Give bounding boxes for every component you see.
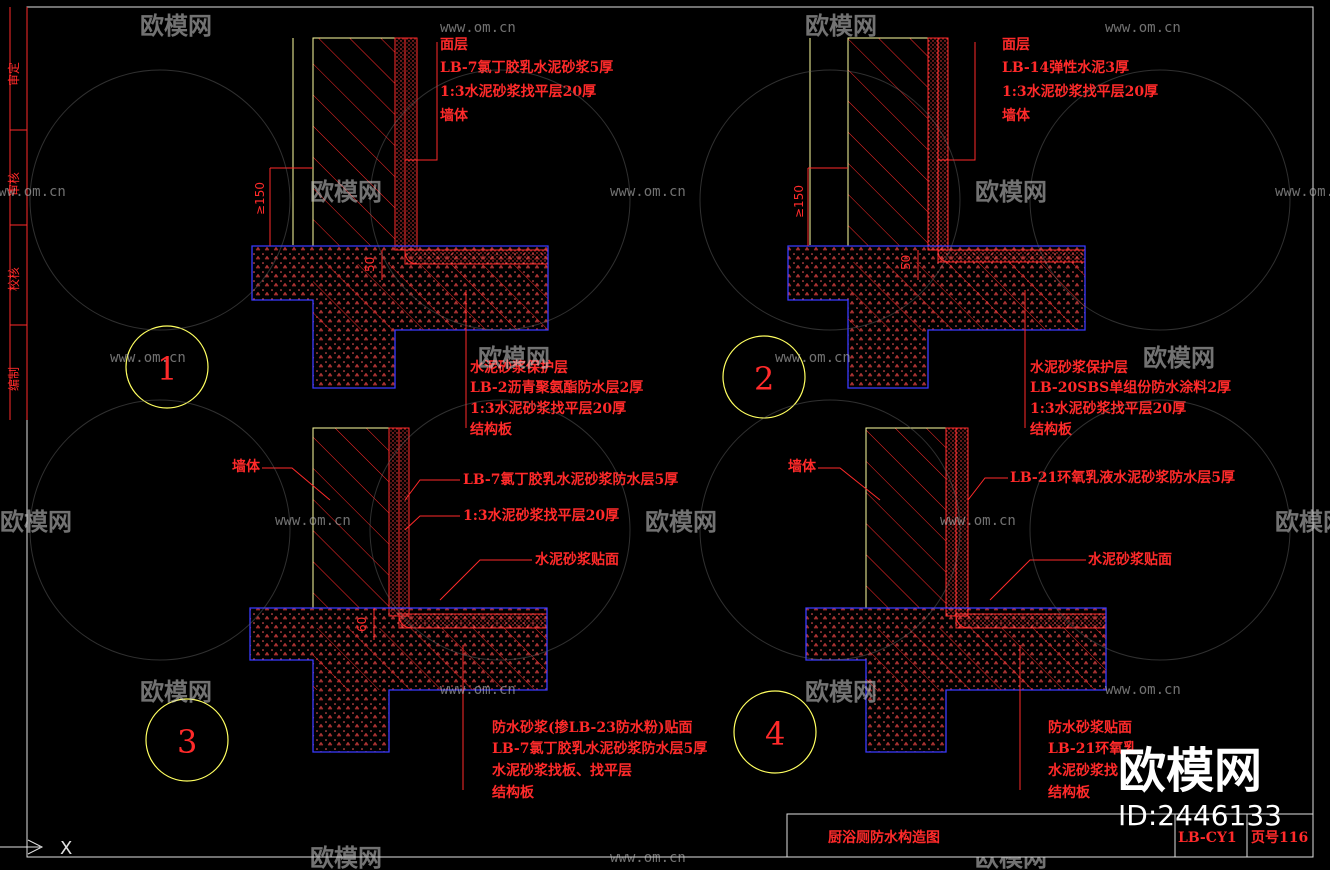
side-label-check: 校核 <box>6 267 21 291</box>
detail-4-wall-label: 墙体 <box>788 458 817 475</box>
watermark-brand: 欧模网 <box>1275 508 1330 536</box>
detail-2-wall-label: 面层 <box>1002 37 1030 53</box>
detail-4-wall-labels: 墙体 LB-21环氧乳液水泥砂浆防水层5厚 水泥砂浆贴面 <box>788 458 1235 568</box>
watermark-big-brand: 欧模网 <box>1118 743 1262 799</box>
detail-3-dim-thickness: 60 <box>355 617 369 632</box>
side-label-review: 审核 <box>6 172 21 196</box>
detail-2-floor-label: LB-20SBS单组份防水涂料2厚 <box>1030 379 1231 396</box>
detail-3-number: 3 <box>177 723 197 761</box>
page-number: 页号116 <box>1251 830 1308 846</box>
watermark-layer: 欧模网 欧模网 欧模网 欧模网 欧模网 欧模网 欧模网 欧模网 欧模网 欧模网 … <box>0 12 1330 870</box>
detail-1-floor-label: 1:3水泥砂浆找平层20厚 <box>470 400 626 417</box>
detail-4-floor-label: 防水砂浆贴面 <box>1048 719 1132 736</box>
detail-2-floor-label: 结构板 <box>1030 421 1073 438</box>
watermark-url: www.om.cn <box>1105 682 1181 698</box>
watermark-url: www.om.cn <box>1105 20 1181 36</box>
detail-3-wall-label: 墙体 <box>232 458 261 475</box>
watermark-url: www.om.cn <box>940 513 1016 529</box>
detail-4-floor-label: LB-21环氧乳 <box>1048 740 1137 757</box>
title-block <box>786 813 1314 858</box>
watermark-url: www.om.cn <box>110 350 186 366</box>
detail-4-wall-label: LB-21环氧乳液水泥砂浆防水层5厚 <box>1010 469 1235 486</box>
detail-3-wall-labels: 墙体 LB-7氯丁胶乳水泥砂浆防水层5厚 1:3水泥砂浆找平层20厚 水泥砂浆贴… <box>232 458 678 568</box>
watermark-url: www.om.cn <box>440 20 516 36</box>
watermark-url: www.om.cn <box>775 350 851 366</box>
detail-3-floor-label: LB-7氯丁胶乳水泥砂浆防水层5厚 <box>492 740 707 757</box>
detail-1-dim-thickness: 50 <box>363 257 377 272</box>
watermark-url: www.om.cn <box>1275 184 1330 200</box>
detail-1-floor-label: LB-2沥青聚氨酯防水层2厚 <box>470 379 643 396</box>
watermark-brand: 欧模网 <box>310 178 382 206</box>
watermark-url: www.om.cn <box>275 513 351 529</box>
side-label-draft: 编制 <box>6 367 21 391</box>
detail-4-number: 4 <box>765 715 785 753</box>
detail-1-floor-label: 水泥砂浆保护层 <box>470 359 568 376</box>
watermark-brand: 欧模网 <box>975 178 1047 206</box>
detail-2-dim-thickness: 50 <box>899 255 913 270</box>
detail-3-floor-label: 结构板 <box>492 784 535 801</box>
watermark-url: www.om.cn <box>0 184 66 200</box>
watermark-brand: 欧模网 <box>0 508 72 536</box>
detail-1-wall-label: 面层 <box>440 37 468 53</box>
detail-1-wall-label: 1:3水泥砂浆找平层20厚 <box>440 83 596 100</box>
detail-2-wall-label: 墙体 <box>1002 107 1031 124</box>
drawing-frame: 审定 审核 校核 编制 <box>6 6 1314 858</box>
watermark-brand: 欧模网 <box>805 12 877 40</box>
watermark-url: www.om.cn <box>610 184 686 200</box>
detail-4-floor-labels: 防水砂浆贴面 LB-21环氧乳 水泥砂浆找 结构板 <box>1048 719 1137 801</box>
detail-2-wall-label: LB-14弹性水泥3厚 <box>1002 59 1129 76</box>
watermark-brand: 欧模网 <box>310 844 382 870</box>
detail-3-wall-label: LB-7氯丁胶乳水泥砂浆防水层5厚 <box>463 471 678 488</box>
watermark-brand: 欧模网 <box>645 508 717 536</box>
detail-1-floor-labels: 水泥砂浆保护层 LB-2沥青聚氨酯防水层2厚 1:3水泥砂浆找平层20厚 结构板 <box>470 359 643 438</box>
ucs-axis-icon <box>0 839 44 855</box>
detail-3-floor-label: 水泥砂浆找板、找平层 <box>492 762 632 779</box>
detail-2 <box>722 37 1086 428</box>
detail-4-floor-label: 水泥砂浆找 <box>1048 762 1118 779</box>
detail-1-floor-label: 结构板 <box>470 421 513 438</box>
watermark-brand: 欧模网 <box>478 344 550 372</box>
detail-3-wall-label: 水泥砂浆贴面 <box>535 551 619 568</box>
detail-1-wall-label: 墙体 <box>440 107 469 124</box>
detail-4-floor-label: 结构板 <box>1048 784 1091 801</box>
watermark-url: www.om.cn <box>440 682 516 698</box>
axis-x-label: X <box>60 838 72 859</box>
detail-3 <box>145 427 548 790</box>
detail-1 <box>125 37 549 428</box>
detail-2-wall-label: 1:3水泥砂浆找平层20厚 <box>1002 83 1158 100</box>
detail-2-dim-height: ≥150 <box>792 185 806 218</box>
detail-1-dim-height: ≥150 <box>253 182 267 215</box>
watermark-brand: 欧模网 <box>1143 344 1215 372</box>
detail-3-wall-label: 1:3水泥砂浆找平层20厚 <box>463 507 619 524</box>
side-label-approve: 审定 <box>6 62 21 86</box>
detail-1-wall-labels: 面层 LB-7氯丁胶乳水泥砂浆5厚 1:3水泥砂浆找平层20厚 墙体 <box>440 37 613 124</box>
detail-3-floor-label: 防水砂浆(掺LB-23防水粉)贴面 <box>492 719 692 736</box>
watermark-brand: 欧模网 <box>805 678 877 706</box>
detail-2-wall-labels: 面层 LB-14弹性水泥3厚 1:3水泥砂浆找平层20厚 墙体 <box>1002 37 1158 124</box>
detail-2-floor-label: 水泥砂浆保护层 <box>1030 359 1128 376</box>
watermark-brand: 欧模网 <box>140 678 212 706</box>
detail-2-number: 2 <box>754 360 774 398</box>
detail-4-wall-label: 水泥砂浆贴面 <box>1088 551 1172 568</box>
drawing-code: LB-CY1 <box>1178 830 1237 846</box>
detail-2-floor-label: 1:3水泥砂浆找平层20厚 <box>1030 400 1186 417</box>
detail-4 <box>733 427 1107 790</box>
detail-1-number: 1 <box>157 350 177 388</box>
detail-3-floor-labels: 防水砂浆(掺LB-23防水粉)贴面 LB-7氯丁胶乳水泥砂浆防水层5厚 水泥砂浆… <box>492 719 707 801</box>
detail-2-floor-labels: 水泥砂浆保护层 LB-20SBS单组份防水涂料2厚 1:3水泥砂浆找平层20厚 … <box>1030 359 1231 438</box>
detail-1-wall-label: LB-7氯丁胶乳水泥砂浆5厚 <box>440 59 613 76</box>
watermark-url: www.om.cn <box>610 850 686 866</box>
watermark-brand: 欧模网 <box>140 12 212 40</box>
watermark-id: ID:2446133 <box>1118 799 1282 832</box>
drawing-title: 厨浴厕防水构造图 <box>828 829 940 846</box>
